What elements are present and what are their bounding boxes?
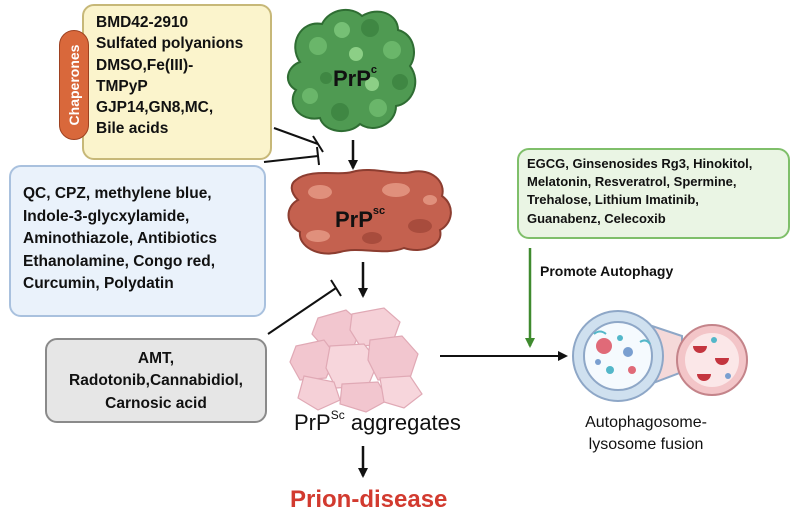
autophagosome-lysosome-shape: [572, 310, 748, 402]
prion-disease-label: Prion-disease: [290, 486, 448, 513]
conversion-inhibitors-box: QC, CPZ, methylene blue, Indole-3-glycxy…: [9, 165, 266, 317]
promote-autophagy-label: Promote Autophagy: [540, 263, 674, 279]
inhibit-aggregate-inhibitors: [267, 279, 342, 335]
aggregation-inhibitors-box: AMT, Radotonib,Cannabidiol, Carnosic aci…: [45, 338, 267, 423]
chaperone-item: GJP14,GN8,MC,: [96, 99, 214, 117]
aggregation-inhibitor-item: Carnosic acid: [105, 394, 207, 412]
prpc-label-sup: c: [370, 64, 378, 76]
prpsc-protein-shape: [287, 169, 452, 255]
prpsc-aggregates-shape: [289, 307, 423, 413]
chaperone-item: TMPyP: [96, 77, 148, 95]
chaperone-item: Sulfated polyanions: [96, 35, 244, 53]
autophagy-inducer-item: Melatonin, Resveratrol, Spermine,: [527, 174, 737, 190]
aggregation-inhibitor-item: Radotonib,Cannabidiol,: [69, 372, 243, 390]
prpsc-label: PrPsc: [335, 205, 386, 233]
chaperone-item: DMSO,Fe(III)-: [96, 56, 194, 74]
chaperones-box: BMD42-2910 Sulfated polyanions DMSO,Fe(I…: [82, 4, 272, 160]
inhibit-inhibitors: [263, 146, 320, 166]
inhibitor-item: Ethanolamine, Congo red,: [23, 252, 216, 270]
prpc-protein-shape: [286, 8, 417, 133]
inhibitor-item: Indole-3-glycxylamide,: [23, 207, 190, 225]
inhibitor-item: Aminothiazole, Antibiotics: [23, 230, 218, 247]
aggregation-inhibitor-item: AMT,: [137, 350, 175, 367]
aggregates-label-sup: Sc: [330, 408, 345, 422]
prpsc-label-sup: sc: [372, 205, 386, 217]
prpc-label: PrPc: [333, 64, 378, 92]
prpc-label-base: PrP: [333, 66, 371, 91]
autophagy-inducer-item: Guanabenz, Celecoxib: [527, 210, 666, 226]
chaperone-item: Bile acids: [96, 120, 169, 138]
inhibit-chaperones: [273, 127, 324, 153]
autophagosome-lysosome-fusion-label: Autophagosome-lysosome fusion: [585, 414, 707, 453]
chaperones-tag: Chaperones: [59, 30, 89, 140]
inhibitor-item: Curcumin, Polydatin: [23, 275, 174, 292]
aggregates-label-rest: aggregates: [344, 410, 461, 435]
aggregates-label-base: PrP: [294, 410, 331, 435]
chaperones-tag-label: Chaperones: [66, 44, 82, 126]
autophagy-inducer-item: Trehalose, Lithium Imatinib,: [527, 192, 699, 208]
autophagy-inducers-box: EGCG, Ginsenosides Rg3, Hinokitol, Melat…: [517, 148, 790, 239]
chaperone-item: BMD42-2910: [96, 14, 189, 31]
prpsc-label-base: PrP: [335, 207, 373, 232]
autophagy-inducer-item: EGCG, Ginsenosides Rg3, Hinokitol,: [527, 156, 753, 171]
aggregates-label: PrPSc aggregates: [294, 408, 461, 436]
inhibitor-item: QC, CPZ, methylene blue,: [23, 185, 212, 202]
